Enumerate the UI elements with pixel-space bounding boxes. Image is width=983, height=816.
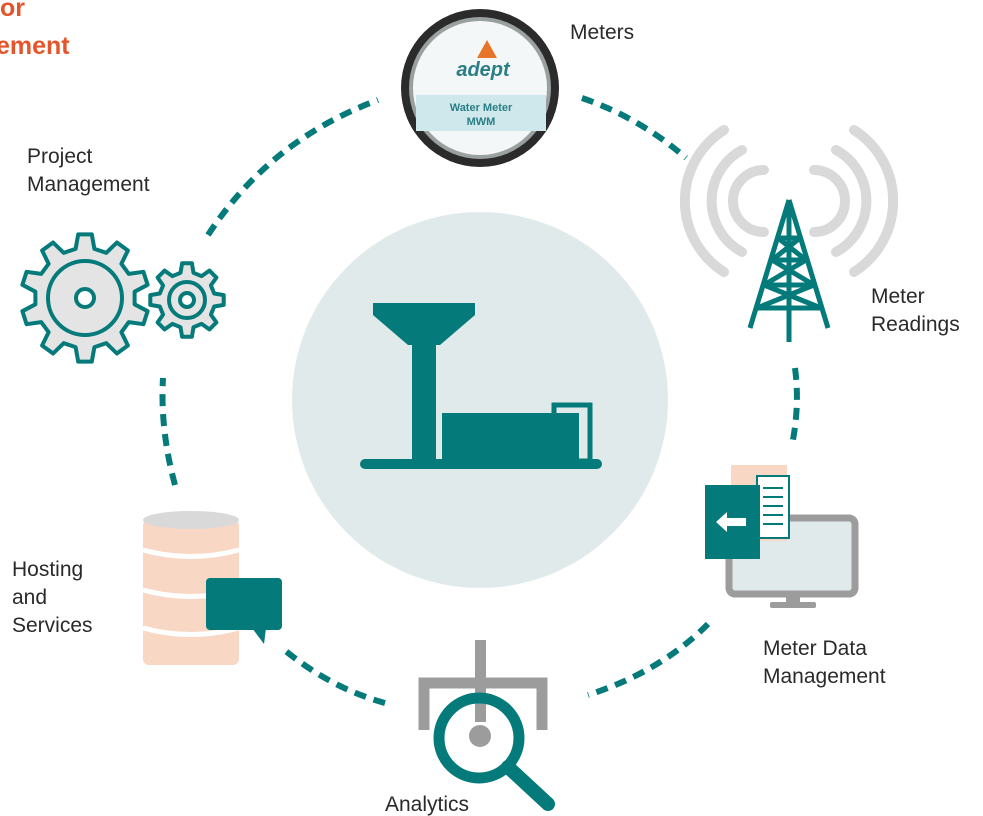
arrow-left-icon xyxy=(716,512,746,532)
label-analytics-line: Analytics xyxy=(385,793,470,816)
small-gear xyxy=(148,261,226,339)
meter-brand-text: adept xyxy=(456,59,511,81)
label-hs-line-2: and xyxy=(12,586,48,609)
arc-analytics-to-hosting xyxy=(280,645,386,706)
title-line-2: ement xyxy=(0,32,70,60)
large-gear xyxy=(20,232,150,364)
computer-document-icon xyxy=(705,465,859,608)
label-hs-line-1: Hosting xyxy=(12,558,84,581)
label-pm-line-2: Management xyxy=(27,173,150,196)
arc-hosting-to-pm xyxy=(159,377,178,486)
label-meters: Meters xyxy=(570,19,634,47)
chat-bubble-icon xyxy=(206,578,282,630)
arc-pm-to-meters xyxy=(205,97,380,237)
label-hs-line-3: Services xyxy=(12,614,93,637)
small-gear-ring xyxy=(178,291,196,309)
big-gear-ring xyxy=(74,287,96,309)
water-meter-icon: adept Water Meter MWM xyxy=(401,9,559,167)
label-mr-line-2: Readings xyxy=(871,313,960,336)
title-line-1: or xyxy=(0,0,25,22)
label-mr-line-1: Meter xyxy=(871,285,925,308)
connector-arcs xyxy=(159,95,800,706)
label-analytics: Analytics xyxy=(385,791,469,816)
gears-icon xyxy=(20,232,226,364)
adept-logo-mark xyxy=(477,40,497,58)
meter-line-1: Water Meter xyxy=(450,102,513,114)
label-meters-line: Meters xyxy=(570,21,635,44)
big-gear-ring xyxy=(46,259,124,337)
arc-mdm-to-analytics xyxy=(587,621,711,698)
center-circle xyxy=(292,212,668,588)
label-mdm-line-2: Management xyxy=(763,665,886,688)
arc-meters-to-readings xyxy=(581,95,688,161)
meter-line-2: MWM xyxy=(467,116,496,128)
label-mdm-line-1: Meter Data xyxy=(763,637,867,660)
label-hosting-services: Hosting and Services xyxy=(12,556,93,640)
database-chat-icon xyxy=(142,511,282,665)
label-project-management: Project Management xyxy=(27,143,150,199)
radio-tower-icon xyxy=(679,125,899,342)
label-meter-readings: Meter Readings xyxy=(871,283,960,339)
small-gear-ring xyxy=(167,280,207,320)
label-meter-data-management: Meter Data Management xyxy=(763,635,886,691)
arc-readings-to-mdm xyxy=(789,367,800,446)
magnifier-analytics-icon xyxy=(418,640,555,811)
label-pm-line-1: Project xyxy=(27,145,93,168)
water-tower-pump-icon xyxy=(360,303,602,469)
